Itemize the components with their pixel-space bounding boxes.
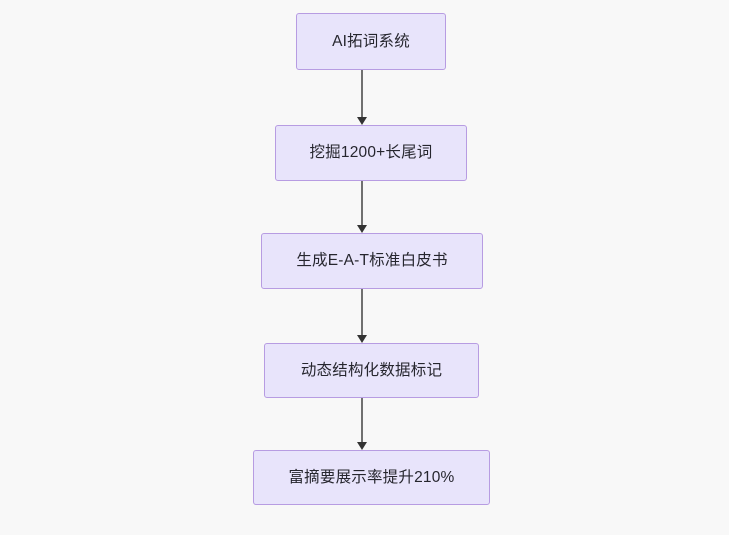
connector-line: [361, 289, 363, 336]
flow-node-label: 富摘要展示率提升210%: [288, 468, 455, 486]
connector-line: [361, 181, 363, 226]
connector-line: [361, 70, 363, 118]
flow-node-label: 动态结构化数据标记: [300, 361, 443, 379]
flow-connector-3: [352, 289, 372, 343]
flow-node-label: AI拓词系统: [332, 32, 410, 50]
flow-node-label: 生成E-A-T标准白皮书: [296, 252, 448, 270]
flow-node-rich-snippet-increase[interactable]: 富摘要展示率提升210%: [253, 450, 490, 505]
connector-line: [361, 398, 363, 443]
flow-node-dynamic-structured-data-markup[interactable]: 动态结构化数据标记: [264, 343, 479, 398]
arrow-down-icon: [357, 117, 367, 125]
flow-connector-1: [352, 70, 372, 125]
flow-node-generate-eat-whitepaper[interactable]: 生成E-A-T标准白皮书: [261, 233, 483, 289]
flow-connector-2: [352, 181, 372, 233]
arrow-down-icon: [357, 442, 367, 450]
flow-node-label: 挖掘1200+长尾词: [309, 144, 433, 162]
flow-node-ai-keyword-system[interactable]: AI拓词系统: [296, 13, 446, 70]
arrow-down-icon: [357, 335, 367, 343]
flow-connector-4: [352, 398, 372, 450]
arrow-down-icon: [357, 225, 367, 233]
flow-node-mine-longtail-keywords[interactable]: 挖掘1200+长尾词: [275, 125, 467, 181]
